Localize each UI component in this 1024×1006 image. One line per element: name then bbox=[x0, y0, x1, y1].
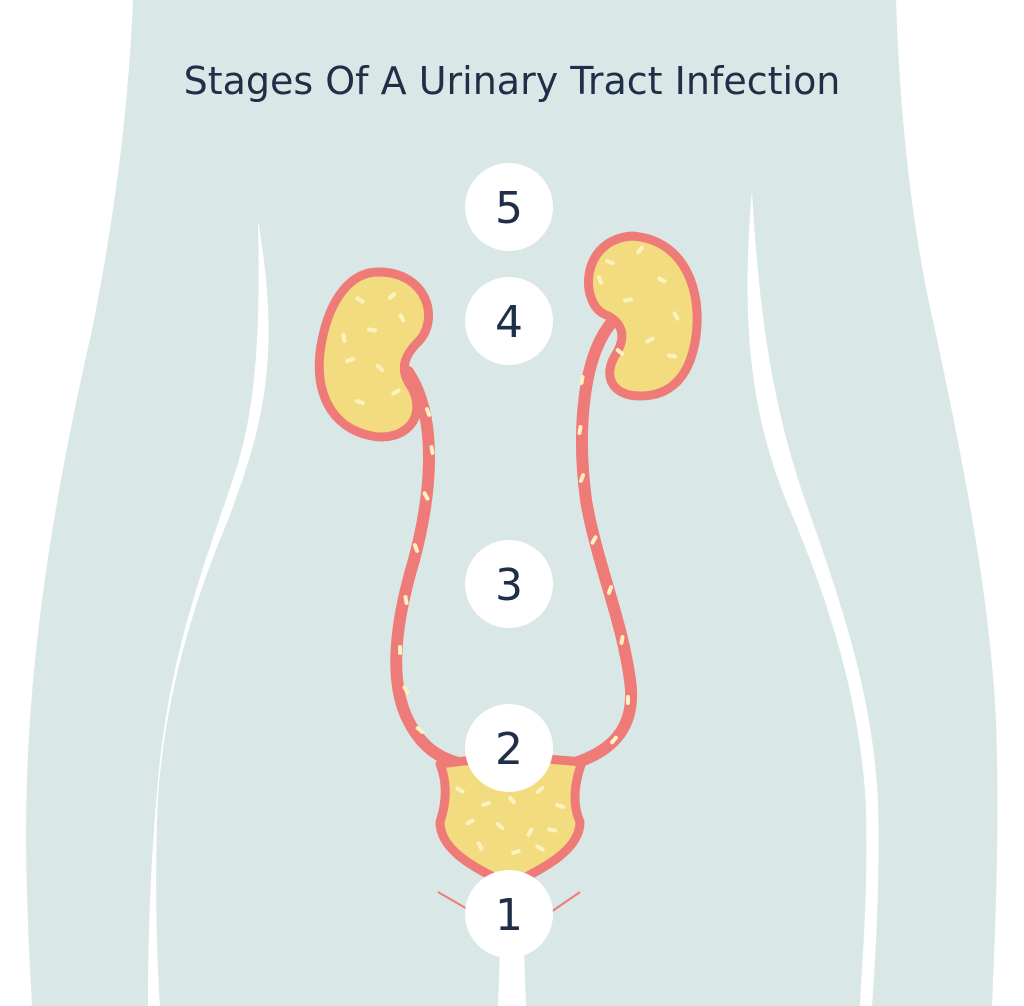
stage-4-marker: 4 bbox=[465, 277, 553, 365]
bacteria-speck bbox=[511, 848, 521, 856]
leg-gap bbox=[498, 950, 526, 1006]
right-ureter bbox=[572, 316, 638, 768]
stage-1-marker: 1 bbox=[465, 870, 553, 958]
stage-2-marker: 2 bbox=[465, 704, 553, 792]
bacteria-speck bbox=[619, 635, 625, 645]
stage-4-circle bbox=[465, 277, 553, 365]
bacteria-speck bbox=[402, 685, 410, 695]
stage-3-marker: 3 bbox=[465, 540, 553, 628]
stage-5-marker: 5 bbox=[465, 163, 553, 251]
bacteria-speck bbox=[398, 645, 402, 655]
bacteria-speck bbox=[476, 841, 484, 851]
bacteria-speck bbox=[455, 786, 465, 794]
bacteria-speck bbox=[526, 827, 534, 837]
bacteria-group bbox=[341, 245, 680, 856]
bacteria-speck bbox=[387, 292, 397, 300]
bacteria-speck bbox=[481, 800, 491, 808]
bacteria-speck bbox=[403, 595, 409, 605]
stage-1-label: 1 bbox=[495, 890, 523, 941]
stage-5-circle bbox=[465, 163, 553, 251]
bacteria-speck bbox=[606, 585, 614, 595]
bacteria-speck bbox=[415, 726, 425, 734]
bacteria-speck bbox=[610, 735, 618, 745]
bacteria-speck bbox=[577, 425, 583, 435]
stage-5-label: 5 bbox=[495, 183, 523, 234]
urethra-line-right bbox=[547, 891, 581, 915]
bacteria-speck bbox=[535, 844, 545, 852]
bacteria-speck bbox=[672, 311, 680, 321]
bacteria-speck bbox=[596, 275, 604, 285]
bacteria-speck bbox=[375, 363, 385, 373]
bacteria-speck bbox=[578, 473, 586, 483]
stage-3-circle bbox=[465, 540, 553, 628]
bacteria-speck bbox=[341, 333, 347, 343]
stage-4-label: 4 bbox=[495, 297, 523, 348]
bacteria-speck bbox=[508, 795, 516, 805]
diagram-title: Stages Of A Urinary Tract Infection bbox=[184, 59, 841, 103]
stage-2-circle bbox=[465, 704, 553, 792]
bacteria-speck bbox=[367, 327, 377, 333]
bacteria-speck bbox=[590, 535, 598, 545]
bacteria-speck bbox=[535, 786, 545, 794]
bacteria-speck bbox=[495, 822, 505, 830]
left-kidney bbox=[314, 267, 434, 442]
bacteria-speck bbox=[657, 276, 667, 284]
bacteria-speck bbox=[355, 398, 365, 406]
bacteria-speck bbox=[398, 313, 406, 323]
bacteria-speck bbox=[555, 802, 565, 810]
bacteria-speck bbox=[547, 827, 557, 833]
bacteria-speck bbox=[422, 491, 430, 501]
bacteria-speck bbox=[391, 388, 401, 396]
bacteria-speck bbox=[636, 245, 644, 255]
stage-2-label: 2 bbox=[495, 724, 523, 775]
stage-3-label: 3 bbox=[495, 560, 523, 611]
bacteria-speck bbox=[579, 375, 585, 385]
bacteria-speck bbox=[623, 297, 633, 303]
bacteria-speck bbox=[626, 695, 630, 705]
bacteria-speck bbox=[605, 258, 615, 266]
stage-1-circle bbox=[465, 870, 553, 958]
bacteria-speck bbox=[465, 818, 475, 826]
bacteria-speck bbox=[355, 296, 365, 304]
bacteria-speck bbox=[345, 356, 355, 364]
bacteria-speck bbox=[412, 543, 420, 553]
bacteria-speck bbox=[645, 336, 655, 344]
bacteria-speck bbox=[615, 348, 625, 356]
bacteria-speck bbox=[667, 353, 677, 359]
right-arm-gap bbox=[747, 190, 879, 1006]
bacteria-speck bbox=[424, 407, 432, 417]
left-ureter bbox=[390, 366, 476, 772]
bacteria-speck bbox=[429, 445, 435, 455]
